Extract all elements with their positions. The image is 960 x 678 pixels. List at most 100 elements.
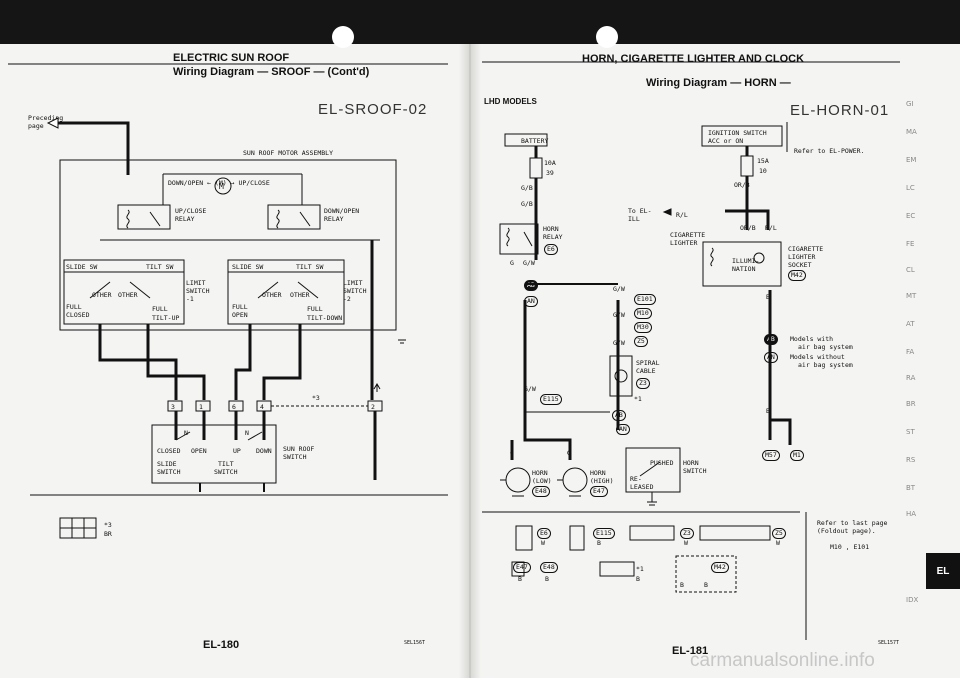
top-black-band — [0, 0, 960, 48]
cig-lighter-socket-1: CIGARETTE — [788, 245, 824, 253]
conn-e47: E47 — [590, 486, 608, 497]
conn-m10: M10 — [634, 308, 652, 319]
cable-label: CABLE — [636, 367, 656, 375]
horn-high-icon — [562, 467, 588, 493]
fuse-15a: 15A — [757, 157, 769, 165]
sw-slide: SLIDE — [157, 460, 177, 468]
side-index-12[interactable]: ST — [906, 428, 915, 436]
to-el-label: To EL- — [628, 207, 652, 215]
side-index-14[interactable]: BT — [906, 484, 916, 492]
ign-switch-label2: ACC or ON — [708, 137, 744, 145]
right-header-title: HORN, CIGARETTE LIGHTER AND CLOCK — [582, 53, 805, 65]
bottom-conn-z3: Z3 — [680, 528, 694, 539]
relay-label: RELAY — [543, 233, 563, 241]
wire-orb-1: OR/B — [734, 181, 750, 189]
full-label-1: FULL — [66, 303, 82, 311]
pushed-label: PUSHED — [650, 459, 674, 467]
illumination-label: ILLUMI- — [732, 257, 760, 265]
wire-gw-1: G/W — [523, 259, 535, 267]
fuse-10a-icon — [529, 157, 543, 179]
wire-rl-1: R/L — [676, 211, 688, 219]
wire-gw-2: G/W — [613, 285, 625, 293]
relay-up-close-icon — [117, 204, 171, 230]
fuse-10: 10 — [759, 167, 767, 175]
nation-label: NATION — [732, 265, 756, 273]
conn-m57: M57 — [762, 450, 780, 461]
side-index-1[interactable]: MA — [906, 128, 917, 136]
side-index-5[interactable]: FE — [906, 240, 915, 248]
wire-gw-3: G/W — [613, 311, 625, 319]
sw-up: UP — [233, 447, 241, 455]
bottom-conn-e48: E48 — [540, 562, 558, 573]
motor-label: DOWN/OPEN ← (M) → UP/CLOSE — [168, 179, 270, 187]
relay-up-close-label: UP/CLOSE — [175, 207, 207, 215]
conn-e6: E6 — [544, 244, 558, 255]
relay-down-open-icon — [267, 204, 321, 230]
conn-6: 6 — [232, 403, 236, 411]
side-index-8[interactable]: AT — [906, 320, 915, 328]
note-ab: Models with — [790, 335, 834, 343]
face-z3 — [629, 525, 675, 541]
conn-e101: E101 — [634, 294, 656, 305]
bottom-b-1: B — [597, 539, 601, 547]
side-index-13[interactable]: RS — [906, 456, 916, 464]
n-label-2: N — [245, 429, 249, 437]
wire-orb-2: OR/B — [740, 224, 756, 232]
preceding-label: Preceding — [28, 114, 64, 122]
ign-switch-label: IGNITION SWITCH — [708, 129, 767, 137]
horn-low-label: HORN — [532, 469, 548, 477]
conn-m30: M30 — [634, 322, 652, 333]
wire-gb-2: G/B — [521, 200, 533, 208]
face-e6 — [515, 525, 533, 551]
legend-ab-marker: AB — [764, 334, 778, 345]
conn-3: 3 — [171, 403, 175, 411]
conn-e48: E48 — [532, 486, 550, 497]
sw-tilt: TILT — [218, 460, 234, 468]
binding-hole-left — [332, 26, 354, 48]
side-index-9[interactable]: FA — [906, 348, 915, 356]
face-e115 — [569, 525, 585, 551]
bottom-w-3: W — [776, 539, 780, 547]
side-index-6[interactable]: CL — [906, 266, 915, 274]
limit-2: -2 — [343, 295, 351, 303]
horn-low-icon — [505, 467, 531, 493]
note-an: Models without — [790, 353, 845, 361]
switch-label-2: SWITCH — [343, 287, 367, 295]
relay-word-left: RELAY — [175, 215, 195, 223]
conn-an-2: AN — [616, 424, 630, 435]
conn-4: 4 — [260, 403, 264, 411]
foldout-page: (Foldout page). — [817, 527, 876, 535]
side-index-15[interactable]: HA — [906, 510, 917, 518]
other-label-3: OTHER — [262, 291, 282, 299]
conn-m42: M42 — [788, 270, 806, 281]
sw-closed: CLOSED — [157, 447, 181, 455]
side-index-11[interactable]: BR — [906, 400, 916, 408]
sun-roof-switch-label2: SWITCH — [283, 453, 307, 461]
side-index-2[interactable]: EM — [906, 156, 917, 164]
side-index-7[interactable]: MT — [906, 292, 917, 300]
side-index-3[interactable]: LC — [906, 184, 915, 192]
side-index-10[interactable]: RA — [906, 374, 916, 382]
bottom-star1: *1 — [636, 565, 644, 573]
wire-g-3: G — [567, 449, 571, 457]
lhd-models: LHD MODELS — [484, 97, 537, 106]
wire-b-2: B — [766, 407, 770, 415]
side-index-0[interactable]: GI — [906, 100, 914, 108]
high-label: (HIGH) — [590, 477, 614, 485]
note-an2: air bag system — [798, 361, 853, 369]
conn-box-note: *3 — [104, 521, 112, 529]
bottom-b-4: B — [636, 575, 640, 583]
active-section-tab[interactable]: EL — [926, 553, 960, 589]
wire-g-2: G — [510, 449, 514, 457]
side-index-4[interactable]: EC — [906, 212, 916, 220]
tilt-sw-label-1: TILT SW — [146, 263, 174, 271]
horn-relay-label: HORN — [543, 225, 559, 233]
conn-ab-1: AB — [524, 280, 538, 291]
conn-z3: Z3 — [636, 378, 650, 389]
preceding-label2: page — [28, 122, 44, 130]
conn-an-1: AN — [524, 296, 538, 307]
feed-wire — [58, 121, 130, 175]
side-index-17[interactable]: IDX — [906, 596, 919, 604]
bottom-w-2: W — [684, 539, 688, 547]
bottom-conn-e6: E6 — [537, 528, 551, 539]
